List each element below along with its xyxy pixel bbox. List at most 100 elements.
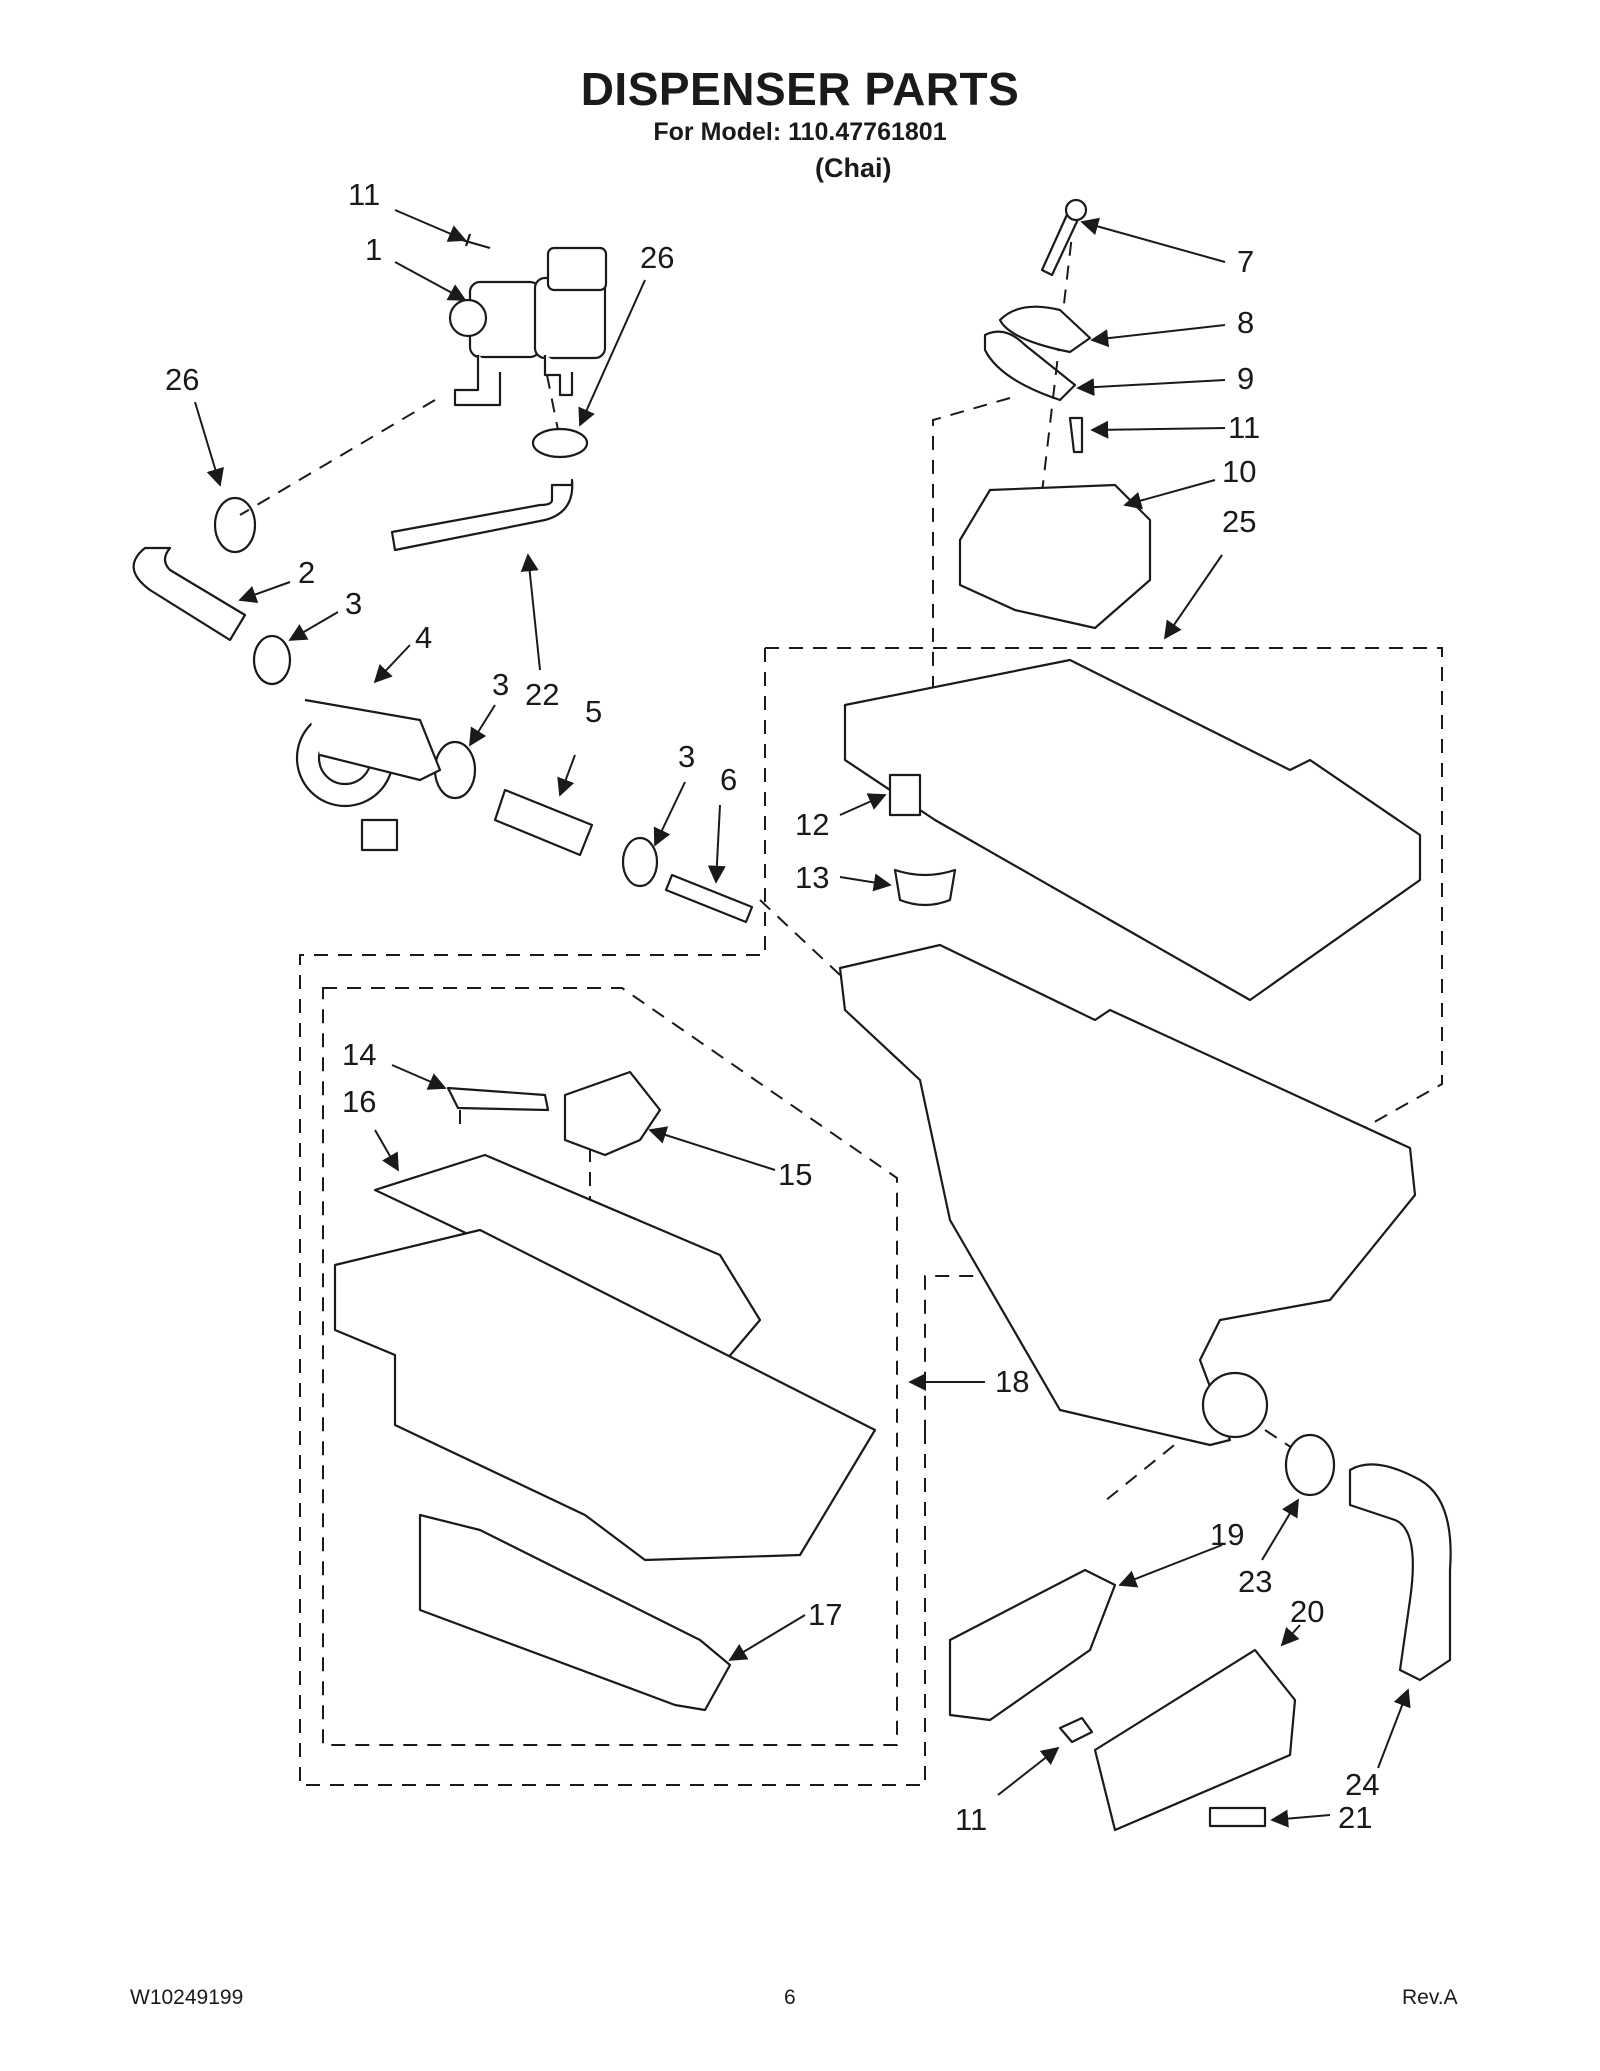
actuator-10-part: [958, 483, 1152, 630]
callout-15: 15: [778, 1157, 812, 1192]
callout-13: 13: [795, 860, 829, 895]
callout-22: 22: [525, 677, 559, 712]
page-title: DISPENSER PARTS: [580, 63, 1020, 115]
callout-labels: 11 1 26 26 2 3 4 3 22 5 3 6 7 8 9 11 10 …: [165, 177, 1379, 1837]
arrow-c27: [1280, 1624, 1301, 1647]
leader-line-4: [239, 399, 436, 516]
clamp-3-c: [621, 836, 659, 888]
clamp-26-right: [531, 427, 589, 459]
page-number: 6: [784, 1986, 796, 2009]
arrow-c19: [839, 793, 887, 816]
callout-11-bottom: 11: [955, 1802, 987, 1837]
callout-19: 19: [1210, 1517, 1244, 1552]
screw-11-bottom: [1058, 1716, 1094, 1744]
leader-line-7: [1039, 217, 1075, 511]
assembly-18-boundary: [322, 987, 898, 1746]
leader-line-6: [759, 899, 841, 976]
siphon-cap-14-part: [446, 1086, 550, 1112]
callout-3-a: 3: [345, 586, 362, 621]
arrow-c29: [1377, 1688, 1411, 1769]
arrow-c23: [648, 1126, 776, 1171]
arrow-c6: [288, 611, 339, 641]
callout-17: 17: [808, 1597, 842, 1632]
arrow-c1: [394, 209, 467, 242]
callout-3-b: 3: [492, 667, 509, 702]
callout-26-right: 26: [640, 240, 674, 275]
clip-12-part: [888, 773, 922, 817]
handle-cover-20-part: [1093, 1648, 1297, 1832]
grommet-13-part: [893, 868, 957, 907]
callout-8: 8: [1237, 305, 1254, 340]
leader-line-22: [546, 374, 559, 431]
callout-18: 18: [995, 1364, 1029, 1399]
arrow-c5: [238, 581, 291, 603]
callout-11-top: 11: [348, 177, 380, 212]
hose-22-part: [390, 478, 574, 552]
callout-5: 5: [585, 694, 602, 729]
housing-outlet-ring: [1201, 1371, 1269, 1439]
arrow-c12: [707, 804, 726, 884]
arrow-c4: [194, 401, 224, 487]
arrow-c2: [394, 261, 467, 301]
callout-6: 6: [720, 762, 737, 797]
arrow-c26: [1261, 1498, 1299, 1561]
bellow-24-part: [1348, 1463, 1452, 1682]
arrow-c16: [1090, 420, 1226, 439]
drawer-base-17-part: [418, 1513, 732, 1712]
callout-9: 9: [1237, 361, 1254, 396]
drawer-tray-part: [333, 1228, 877, 1562]
gasket-23-part: [1284, 1433, 1336, 1497]
callout-20: 20: [1290, 1594, 1324, 1629]
screw-11-mid: [1068, 416, 1084, 454]
leader-line-13: [1264, 1429, 1311, 1461]
callout-3-c: 3: [678, 739, 695, 774]
arrow-c10: [557, 754, 576, 797]
revision-label: Rev.A: [1402, 1986, 1458, 2009]
arrow-c11: [653, 781, 686, 847]
cam-8-part: [998, 305, 1092, 354]
arrow-c31: [1270, 1809, 1331, 1828]
arrow-c17: [1123, 479, 1216, 510]
arrow-c15: [1076, 378, 1226, 397]
callout-21: 21: [1338, 1800, 1372, 1835]
callout-4: 4: [415, 620, 432, 655]
callout-26-left: 26: [165, 362, 199, 397]
arrow-c28: [728, 1614, 806, 1661]
arrow-c8: [469, 704, 496, 747]
gasket-9-part: [983, 330, 1077, 402]
arrow-c25: [1118, 1544, 1223, 1588]
clamp-3-a: [252, 634, 292, 686]
badge-21-part: [1208, 1806, 1267, 1828]
drawer-handle-19-part: [948, 1568, 1117, 1722]
arrow-c18: [1163, 554, 1223, 640]
arrow-c3: [578, 279, 646, 427]
arrow-c20: [839, 873, 892, 892]
callout-2: 2: [298, 555, 315, 590]
callout-7: 7: [1237, 244, 1254, 279]
screw-part-top: [461, 233, 491, 250]
hose-2-part: [132, 546, 247, 642]
arrow-c30: [997, 1746, 1060, 1796]
arrow-c21: [391, 1064, 447, 1090]
document-number: W10249199: [130, 1986, 244, 2009]
arrow-c22: [374, 1129, 399, 1172]
callout-1: 1: [365, 232, 382, 267]
callout-14: 14: [342, 1037, 376, 1072]
pump-4-part: [295, 698, 442, 852]
callout-arrows: [194, 209, 1411, 1828]
callout-12: 12: [795, 807, 829, 842]
callout-25: 25: [1222, 504, 1256, 539]
arrow-c14: [1090, 324, 1226, 348]
arrow-c9: [520, 553, 541, 671]
part-shapes: [132, 198, 1452, 1832]
arrow-c13: [1080, 217, 1226, 263]
callout-23: 23: [1238, 1564, 1272, 1599]
leader-line-9: [932, 397, 1011, 700]
model-number: For Model: 110.47761801: [653, 118, 947, 146]
callout-10: 10: [1222, 454, 1256, 489]
callout-24: 24: [1345, 1767, 1379, 1802]
softener-cup-15-part: [563, 1070, 662, 1157]
water-valve-part: [448, 246, 608, 407]
nozzle-6-part: [664, 873, 754, 924]
